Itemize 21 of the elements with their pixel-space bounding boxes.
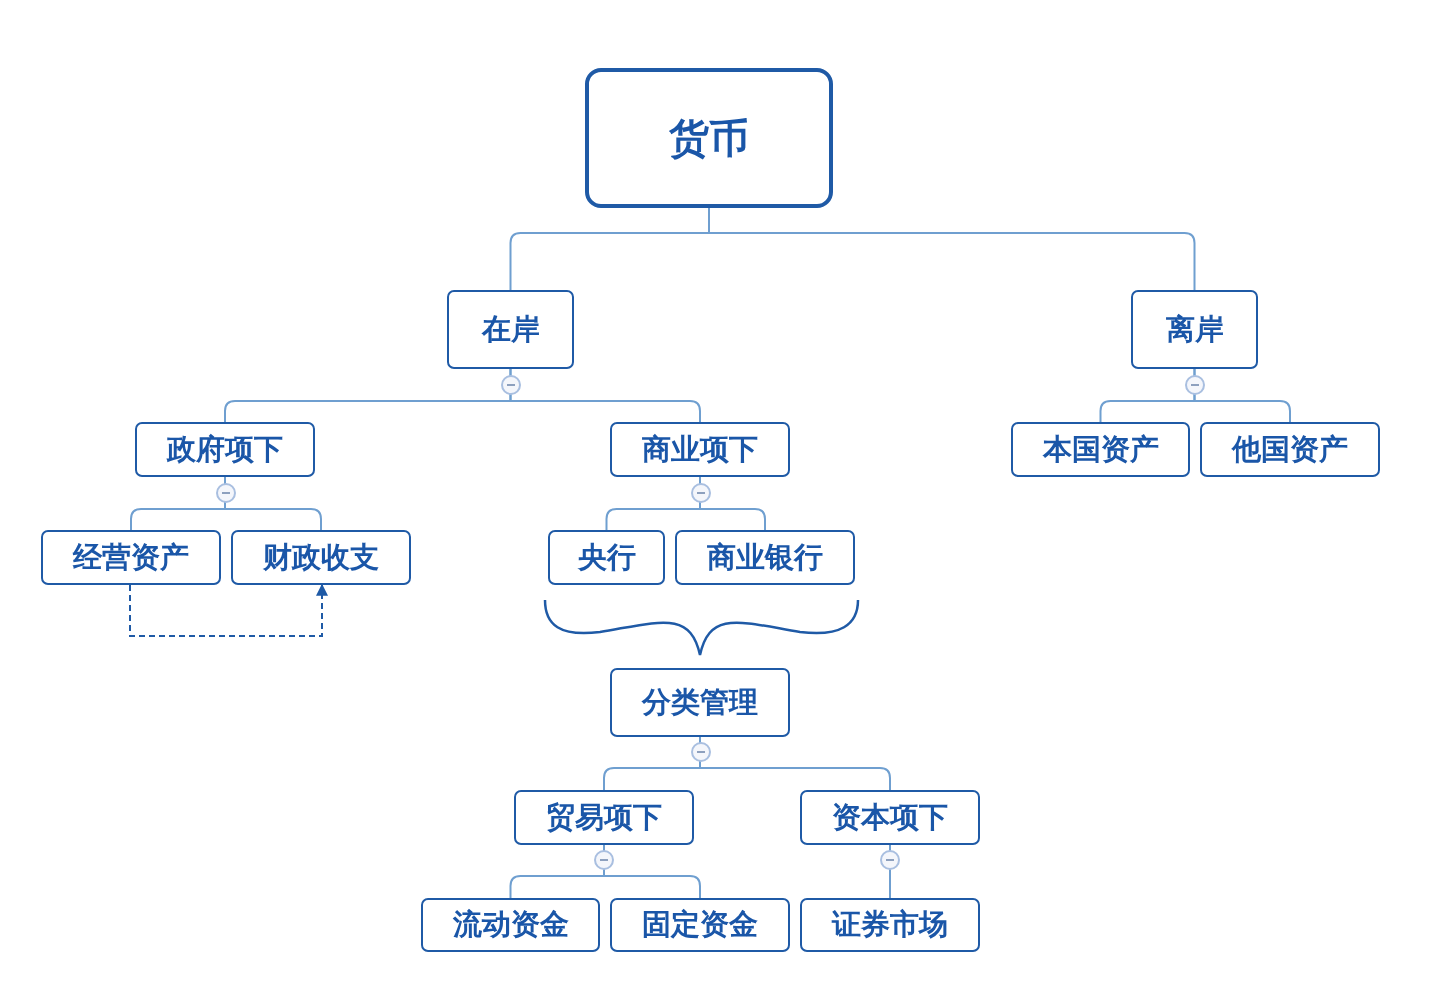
topic-box: 贸易项下 [514, 790, 694, 845]
topic-box: 商业项下 [610, 422, 790, 477]
topic-box: 在岸 [447, 290, 574, 369]
topic-box: 商业银行 [675, 530, 855, 585]
topic-box: 离岸 [1131, 290, 1258, 369]
connector-line [509, 368, 701, 423]
topic-box: 政府项下 [135, 422, 315, 477]
topic-box: 流动资金 [421, 898, 600, 952]
topic-box: 固定资金 [610, 898, 790, 952]
topic-box: 财政收支 [231, 530, 411, 585]
connector-line [1193, 368, 1291, 423]
topic-box: 证券市场 [800, 898, 980, 952]
topic-box: 他国资产 [1200, 422, 1380, 477]
connector-line [889, 844, 891, 899]
topic-box: 央行 [548, 530, 665, 585]
arrow [129, 583, 328, 637]
topic-box: 资本项下 [800, 790, 980, 845]
topic-box: 经营资产 [41, 530, 221, 585]
topic-box: 本国资产 [1011, 422, 1190, 477]
root-topic-box: 货币 [585, 68, 833, 208]
topic-box: 分类管理 [610, 668, 790, 737]
